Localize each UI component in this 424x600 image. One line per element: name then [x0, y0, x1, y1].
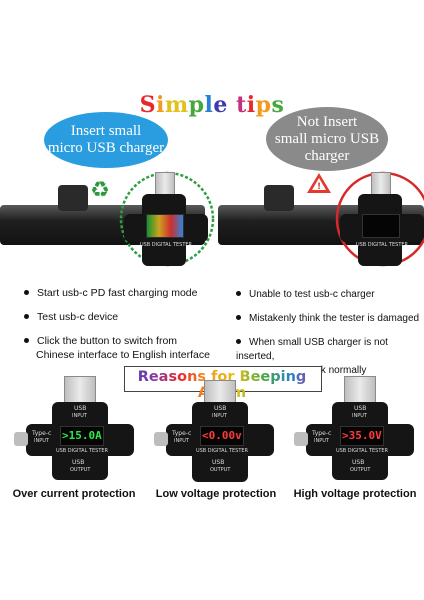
bullet-item: Test usb-c device [24, 310, 220, 324]
usb-output-sub-label: OUTPUT [350, 467, 371, 473]
usb-input-label: USB [354, 405, 367, 412]
typec-sub-label: INPUT [314, 438, 329, 444]
bubble-line: small micro USB [274, 130, 380, 147]
tester-screen [340, 426, 384, 446]
bullet-item: Click the button to switch from [24, 334, 220, 348]
usb-tester-top-right: USB DIGITAL TESTER [338, 170, 424, 270]
tester-over-current: >15.0A USB INPUT Type-c INPUT USB DIGITA… [12, 374, 140, 484]
title-letter: e [213, 92, 228, 118]
caption-over-current: Over current protection [12, 488, 136, 500]
typec-plug [154, 432, 168, 446]
typec-label: Type-c [32, 430, 52, 437]
left-bullet-list: Start usb-c PD fast charging mode Test u… [24, 286, 220, 362]
usb-output-sub-label: OUTPUT [210, 467, 231, 473]
svg-text:!: ! [317, 182, 321, 192]
title-letter: l [204, 92, 214, 118]
bullet-item: Unable to test usb-c charger [236, 288, 422, 302]
usb-output-label: USB [352, 459, 365, 466]
value-prefix: > [342, 429, 349, 442]
bullet-text: Mistakenly think the tester is damaged [249, 313, 420, 324]
tester-label: USB DIGITAL TESTER [55, 448, 109, 454]
usb-tester-top-left: USB DIGITAL TESTER [122, 170, 214, 270]
title-letter [228, 92, 236, 118]
value-text: 15.0A [68, 429, 102, 442]
tester-label: USB DIGITAL TESTER [139, 242, 193, 248]
bullet-text: Start usb-c PD fast charging mode [37, 287, 198, 299]
caption-low-voltage: Low voltage protection [155, 488, 277, 500]
title-letter: i [246, 92, 256, 118]
bullet-text: Click the button to switch from [37, 335, 178, 347]
tester-label: USB DIGITAL TESTER [335, 448, 389, 454]
title-letter: S [139, 92, 156, 118]
title-letter: i [156, 92, 165, 118]
typec-sub-label: INPUT [174, 438, 189, 444]
usb-input-sub-label: INPUT [212, 413, 227, 419]
tester-screen [200, 426, 244, 446]
bullet-text: When small USB charger is not inserted, [236, 337, 388, 362]
typec-label: Type-c [312, 430, 332, 437]
usb-input-sub-label: INPUT [352, 413, 367, 419]
caption-high-voltage: High voltage protection [293, 488, 417, 500]
bullet-text: Test usb-c device [37, 311, 119, 323]
right-bullet-list: Unable to test usb-c charger Mistakenly … [236, 288, 422, 378]
usb-output-label: USB [72, 459, 85, 466]
cable-left-connector [58, 185, 88, 211]
typec-plug [14, 432, 28, 446]
usb-input-label: USB [214, 405, 227, 412]
warning-icon: ! [307, 173, 331, 193]
bullet-item: Mistakenly think the tester is damaged [236, 312, 422, 326]
recycle-icon: ♻ [90, 177, 110, 202]
bullet-item: Start usb-c PD fast charging mode [24, 286, 220, 300]
usb-output-label: USB [212, 459, 225, 466]
tester-value: >35.0V [342, 429, 382, 442]
value-prefix: > [62, 429, 69, 442]
bullet-item-continuation: Chinese interface to English interface [36, 349, 210, 361]
value-prefix: < [202, 429, 209, 442]
title-letter: s [271, 92, 285, 118]
bubble-line: Not Insert [296, 113, 358, 130]
page-title: Simple tips [0, 92, 424, 118]
tester-screen [362, 214, 400, 238]
title-letter: p [188, 92, 205, 118]
bullet-item: When small USB charger is not inserted, [236, 336, 422, 364]
tester-value: <0.00v [202, 429, 242, 442]
tester-label: USB DIGITAL TESTER [195, 448, 249, 454]
tester-low-voltage: <0.00v USB INPUT Type-c INPUT USB DIGITA… [152, 378, 280, 488]
tester-value: >15.0A [62, 429, 102, 442]
typec-sub-label: INPUT [34, 438, 49, 444]
tester-screen [146, 214, 184, 238]
tester-screen [60, 426, 104, 446]
value-text: 0.00v [208, 429, 242, 442]
bubble-line: charger [304, 147, 350, 164]
usb-output-sub-label: OUTPUT [70, 467, 91, 473]
typec-label: Type-c [172, 430, 192, 437]
bullet-text: Unable to test usb-c charger [249, 289, 375, 300]
usb-input-sub-label: INPUT [72, 413, 87, 419]
bubble-line: micro USB charger [47, 140, 165, 156]
tester-label: USB DIGITAL TESTER [355, 242, 409, 248]
title-letter: t [236, 92, 247, 118]
bubble-line: Insert small [70, 123, 142, 139]
usb-input-label: USB [74, 405, 87, 412]
cable-right-connector [264, 185, 294, 211]
value-text: 35.0V [348, 429, 382, 442]
title-letter: m [164, 92, 189, 118]
tester-high-voltage: >35.0V USB INPUT Type-c INPUT USB DIGITA… [292, 374, 420, 484]
typec-plug [294, 432, 308, 446]
title-letter: p [255, 92, 272, 118]
